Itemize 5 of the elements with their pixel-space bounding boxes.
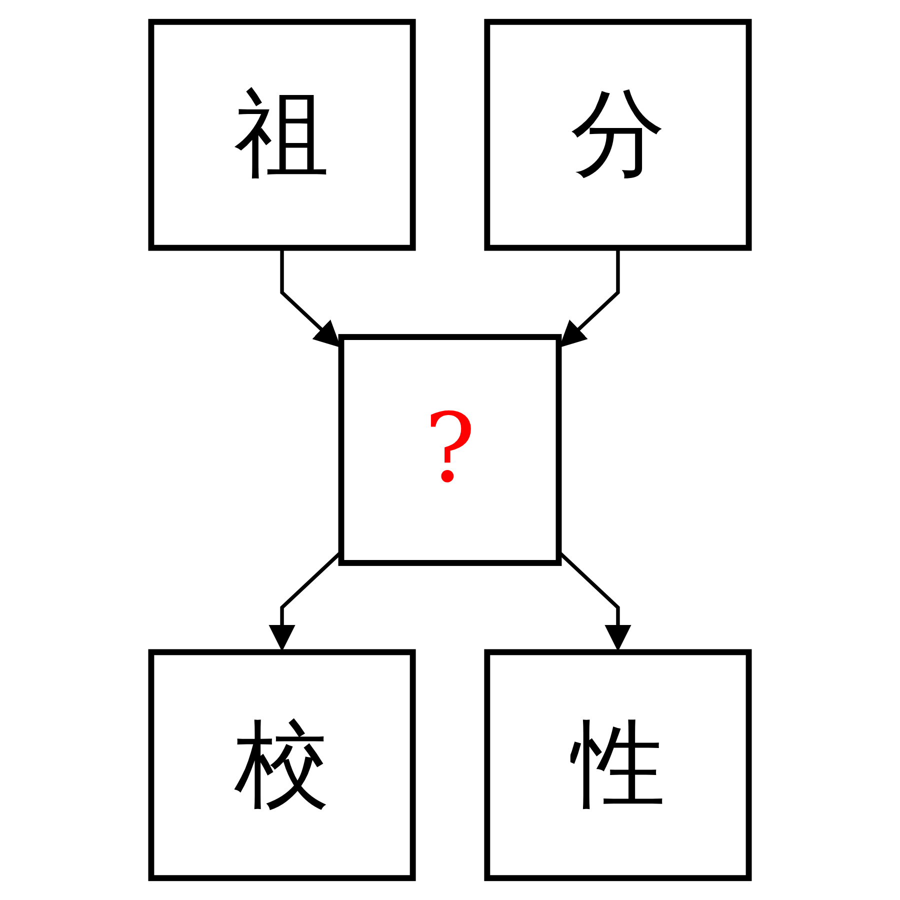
node-box: 祖 (148, 18, 416, 251)
node-box: 校 (148, 649, 416, 882)
node-box: 性 (484, 649, 752, 882)
node-box: ? (338, 334, 562, 566)
node-box: 分 (484, 18, 752, 251)
